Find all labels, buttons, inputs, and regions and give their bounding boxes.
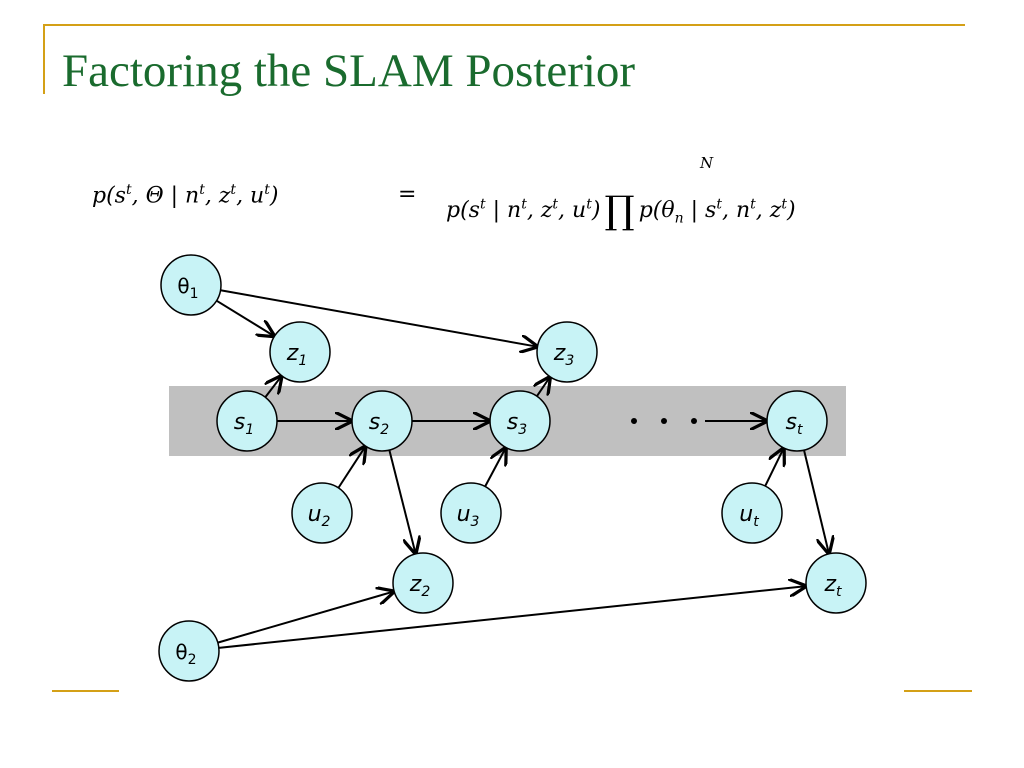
node-circle bbox=[269, 321, 331, 383]
node-circle bbox=[291, 482, 353, 544]
node-theta2: θ2 bbox=[158, 620, 220, 682]
node-circle bbox=[351, 390, 413, 452]
node-circle bbox=[766, 390, 828, 452]
node-label-sub: 3 bbox=[565, 353, 574, 369]
node-label-sub: 1 bbox=[190, 286, 199, 302]
frame-bottom-right-rule bbox=[904, 690, 972, 692]
node-ut: ut bbox=[721, 482, 783, 544]
node-z1: z1 bbox=[269, 321, 331, 383]
node-circle bbox=[216, 390, 278, 452]
dot bbox=[661, 418, 667, 424]
node-circle bbox=[805, 552, 867, 614]
node-label: ut bbox=[739, 502, 759, 530]
node-label: s2 bbox=[369, 410, 389, 438]
node-label-base: s bbox=[369, 410, 380, 435]
edge-u2-s2 bbox=[337, 447, 365, 489]
node-label: u3 bbox=[457, 502, 480, 530]
node-label-base: z bbox=[286, 341, 299, 366]
node-circle bbox=[536, 321, 598, 383]
node-label-base: z bbox=[409, 572, 422, 597]
edge-s2-z2 bbox=[388, 449, 415, 553]
edge-u3-s3 bbox=[484, 448, 505, 487]
node-label-base: s bbox=[507, 410, 518, 435]
node-label-sub: 3 bbox=[518, 422, 527, 438]
node-label-base: s bbox=[234, 410, 245, 435]
node-label-sub: 2 bbox=[380, 422, 389, 438]
node-label: u2 bbox=[308, 502, 331, 530]
node-label-sub: 2 bbox=[421, 584, 430, 600]
node-circle bbox=[392, 552, 454, 614]
node-z2: z2 bbox=[392, 552, 454, 614]
node-u2: u2 bbox=[291, 482, 353, 544]
edge-theta2-zt bbox=[218, 586, 805, 649]
node-circle bbox=[440, 482, 502, 544]
node-label: θ1 bbox=[177, 274, 198, 302]
node-label: z1 bbox=[286, 341, 307, 369]
node-s2: s2 bbox=[351, 390, 413, 452]
node-label-sub: 2 bbox=[188, 652, 197, 668]
node-label: zt bbox=[823, 572, 842, 600]
equation-lhs: p(st, Θ | nt, zt, ut) bbox=[92, 182, 279, 209]
node-label: z3 bbox=[553, 341, 574, 369]
node-s1: s1 bbox=[216, 390, 278, 452]
edge-st-zt bbox=[803, 449, 829, 553]
node-label-sub: t bbox=[797, 422, 803, 438]
ellipsis-dots bbox=[631, 418, 697, 424]
edge-s3-z3 bbox=[537, 378, 550, 397]
node-label-sub: t bbox=[753, 514, 759, 530]
node-st: st bbox=[766, 390, 828, 452]
equation-operator: = bbox=[398, 182, 417, 207]
edges bbox=[216, 289, 829, 649]
node-zt: zt bbox=[805, 552, 867, 614]
node-circle bbox=[160, 254, 222, 316]
node-label-base: z bbox=[553, 341, 566, 366]
edge-ut-st bbox=[764, 449, 783, 487]
node-label-base: z bbox=[823, 572, 836, 597]
node-circle bbox=[158, 620, 220, 682]
frame-left-rule bbox=[43, 24, 45, 94]
dot bbox=[691, 418, 697, 424]
node-s3: s3 bbox=[489, 390, 551, 452]
node-label-base: u bbox=[457, 502, 471, 527]
node-label-sub: 1 bbox=[298, 353, 307, 369]
product-symbol: ∏ bbox=[604, 188, 635, 232]
node-label: z2 bbox=[409, 572, 431, 600]
node-label: s3 bbox=[507, 410, 527, 438]
node-u3: u3 bbox=[440, 482, 502, 544]
dot bbox=[631, 418, 637, 424]
node-label-base: u bbox=[739, 502, 753, 527]
node-label-sub: 2 bbox=[322, 514, 331, 530]
frame-top-rule bbox=[43, 24, 965, 26]
node-label: st bbox=[786, 410, 803, 438]
edge-theta1-z1 bbox=[216, 299, 274, 336]
node-label-sub: 3 bbox=[471, 514, 480, 530]
node-label-sub: t bbox=[836, 584, 842, 600]
frame-bottom-left-rule bbox=[52, 690, 119, 692]
node-circle bbox=[721, 482, 783, 544]
product-upper-limit: N bbox=[700, 154, 714, 172]
node-label-base: s bbox=[786, 410, 797, 435]
node-z3: z3 bbox=[536, 321, 598, 383]
node-label: θ2 bbox=[175, 640, 196, 668]
edge-s1-z1 bbox=[265, 377, 281, 398]
node-label-base: θ bbox=[175, 640, 187, 664]
node-theta1: θ1 bbox=[160, 254, 222, 316]
node-label: s1 bbox=[234, 410, 254, 438]
edge-theta1-z3 bbox=[220, 289, 537, 346]
node-circle bbox=[489, 390, 551, 452]
node-label-sub: 1 bbox=[245, 422, 254, 438]
node-label-base: u bbox=[308, 502, 322, 527]
slide-title: Factoring the SLAM Posterior bbox=[62, 45, 636, 97]
edge-theta2-z2 bbox=[217, 592, 393, 644]
node-label-base: θ bbox=[177, 274, 189, 298]
